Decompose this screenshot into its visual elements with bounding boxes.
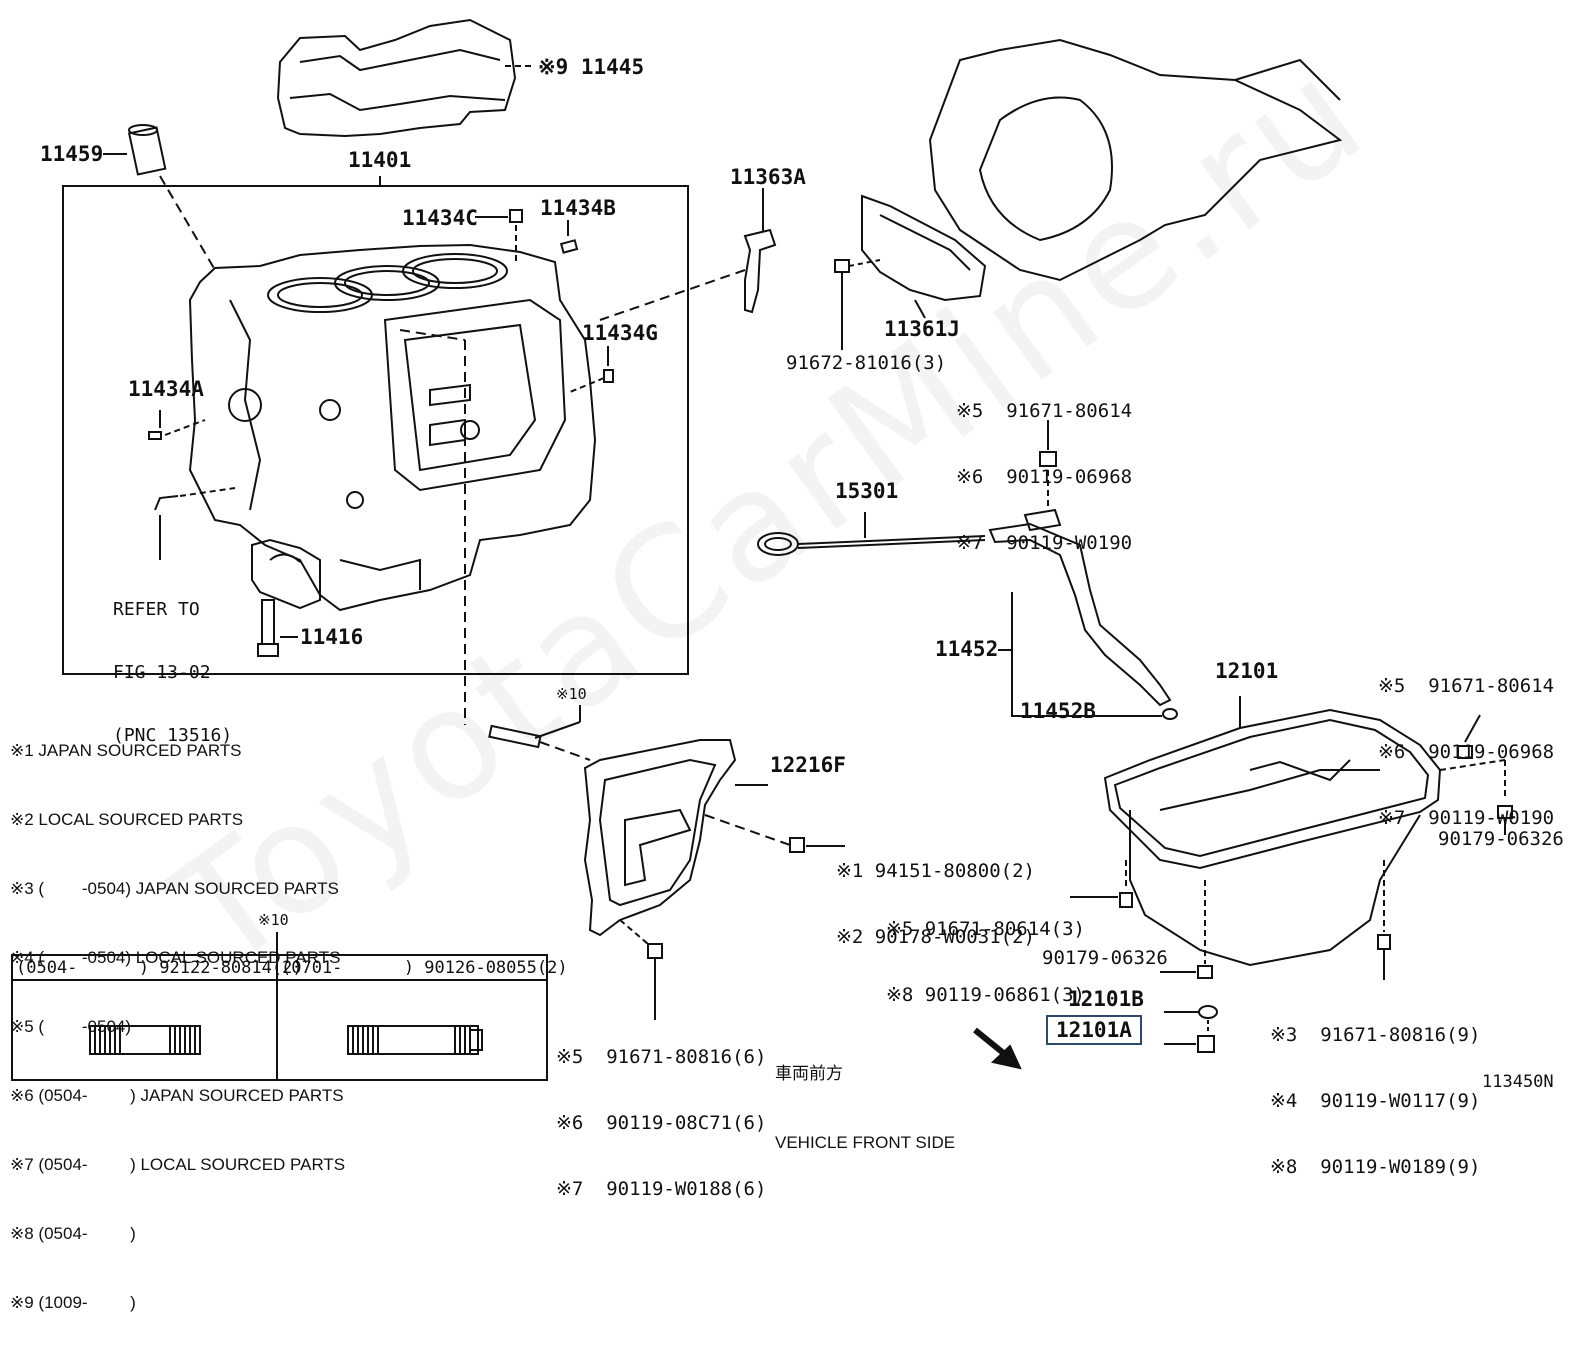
label-12101: 12101	[1215, 659, 1279, 683]
legend-item: ※3 ( -0504) JAPAN SOURCED PARTS	[10, 879, 339, 898]
label-11452B: 11452B	[1020, 699, 1096, 723]
label-90179-right: 90179-06326	[1438, 828, 1564, 850]
figure-id: 113450N	[1482, 1072, 1554, 1092]
drive-plate-cover-shape	[861, 194, 987, 319]
plug-90179	[1197, 965, 1213, 979]
dipstick-guide-shape	[988, 420, 1178, 720]
group-line: ※5 91671-80816(6)	[556, 1046, 767, 1068]
sleeve-shape	[103, 124, 216, 271]
baffle-plate-shape	[583, 739, 791, 937]
pin-11434B	[559, 239, 579, 254]
legend-item: ※1 JAPAN SOURCED PARTS	[10, 741, 242, 760]
label-11401: 11401	[348, 148, 412, 172]
legend-item: ※8 (0504- )	[10, 1224, 136, 1243]
label-11452: 11452	[935, 637, 999, 661]
dipstick-shape	[757, 512, 986, 556]
block-assembly-frame	[62, 185, 689, 675]
label-11434G: 11434G	[582, 321, 658, 345]
insulator-shape	[276, 18, 535, 138]
label-mark10-table: ※10	[258, 911, 289, 929]
pin-11434A	[148, 431, 162, 440]
bolt-91672-shape	[834, 259, 881, 350]
oil-pan-shape	[1103, 696, 1442, 967]
pin-11434C	[509, 209, 523, 223]
legend-item: ※7 (0504- ) LOCAL SOURCED PARTS	[10, 1155, 346, 1174]
group-line: ※6 90119-08C71(6)	[556, 1112, 767, 1134]
refer-line: REFER TO	[113, 599, 200, 620]
vehicle-front-label: 車両前方 VEHICLE FRONT SIDE	[775, 1016, 955, 1200]
front-label-jp: 車両前方	[775, 1064, 843, 1083]
group-line: ※6 90119-06968	[1378, 741, 1555, 763]
pan-bolt-top	[1457, 745, 1473, 759]
group-line: ※4 90119-W0117(9)	[1270, 1090, 1481, 1112]
label-11434C: 11434C	[402, 206, 478, 230]
legend-item: ※2 LOCAL SOURCED PARTS	[10, 810, 244, 829]
diagram-linework	[11, 18, 1513, 1081]
stud-table-left-header: (0504- ) 92122-80814(2)	[16, 958, 303, 978]
drain-plug-12101A	[1197, 1035, 1215, 1053]
stud-table-right-header: (0701- ) 90126-08055(2)	[281, 958, 568, 978]
label-91672: 91672-81016(3)	[786, 352, 947, 374]
group-line: ※5 91671-80614	[1378, 675, 1555, 697]
oil-tube-shape	[154, 495, 179, 511]
group-line: ※7 90119-W0190	[1378, 807, 1555, 829]
refer-note: REFER TO FIG 13-02 (PNC 13516)	[113, 557, 232, 788]
group-line: ※1 94151-80800(2)	[836, 860, 1035, 882]
nut-94151	[789, 837, 805, 853]
stud-left-drawing	[89, 1025, 201, 1055]
transmission-housing-shape	[928, 38, 1343, 282]
group-right-bolt: ※5 91671-80614 ※6 90119-06968 ※7 90119-W…	[1378, 631, 1554, 873]
label-11416: 11416	[300, 625, 364, 649]
plate-bolt	[647, 943, 663, 959]
group-pan-bottom: ※3 91671-80816(9) ※4 90119-W0117(9) ※8 9…	[1270, 980, 1480, 1222]
pan-bolt-bottom	[1377, 934, 1391, 950]
label-mark10-stud: ※10	[556, 685, 587, 703]
cylinder-block-shape	[188, 243, 597, 612]
bracket-shape	[599, 188, 777, 321]
group-nut: ※1 94151-80800(2) ※2 90178-W0031(2)	[836, 816, 1035, 992]
group-line: ※8 90119-06861(3)	[886, 984, 1085, 1006]
legend-item: ※5 ( -0504)	[10, 1017, 132, 1036]
group-line: ※8 90119-W0189(9)	[1270, 1156, 1481, 1178]
stud-table-frame	[11, 954, 548, 1081]
group-line: ※6 90119-06968	[956, 466, 1133, 488]
label-11434B: 11434B	[540, 196, 616, 220]
stud-right-drawing	[347, 1025, 483, 1055]
label-12101B: 12101B	[1068, 987, 1144, 1011]
parts-diagram: ToyotaCarMine.ru	[10, 18, 1564, 1312]
refer-line: (PNC 13516)	[113, 725, 233, 746]
label-11363A: 11363A	[730, 165, 806, 189]
group-plate-bolt: ※5 91671-80816(6) ※6 90119-08C71(6) ※7 9…	[556, 1002, 766, 1244]
group-top-bolt: ※5 91671-80614 ※6 90119-06968 ※7 90119-W…	[956, 356, 1132, 598]
label-12101A: 12101A	[1046, 1015, 1142, 1045]
group-line: ※7 90119-W0188(6)	[556, 1178, 767, 1200]
group-pan-left: ※5 91671-80614(3) ※8 90119-06861(3)	[886, 874, 1085, 1050]
label-12216F: 12216F	[770, 753, 846, 777]
legend-item: ※9 (1009- )	[10, 1293, 136, 1312]
legend-item: ※6 (0504- ) JAPAN SOURCED PARTS	[10, 1086, 344, 1105]
label-11445: ※9 11445	[538, 55, 645, 79]
label-11434A: 11434A	[128, 377, 204, 401]
group-line: ※7 90119-W0190	[956, 532, 1133, 554]
group-line: ※3 91671-80816(9)	[1270, 1024, 1481, 1046]
label-11361J: 11361J	[884, 317, 960, 341]
label-15301: 15301	[835, 479, 899, 503]
group-line: ※5 91671-80614(3)	[886, 918, 1085, 940]
label-90179-left: 90179-06326	[1042, 947, 1168, 969]
group-line: ※5 91671-80614	[956, 400, 1133, 422]
legend-notes: ※1 JAPAN SOURCED PARTS ※2 LOCAL SOURCED …	[10, 693, 345, 1360]
refer-line: FIG 13-02	[113, 662, 211, 683]
pin-11434G	[603, 369, 614, 383]
group-line: ※2 90178-W0031(2)	[836, 926, 1035, 948]
stud-bolt-shape	[488, 705, 591, 761]
front-label-en: VEHICLE FRONT SIDE	[775, 1133, 956, 1152]
pan-bolt-left	[1119, 892, 1133, 908]
bearing-cap-shape	[251, 538, 321, 657]
gasket-12101B	[1198, 1005, 1218, 1019]
legend-item: ※4 ( -0504) LOCAL SOURCED PARTS	[10, 948, 341, 967]
label-11459: 11459	[40, 142, 104, 166]
